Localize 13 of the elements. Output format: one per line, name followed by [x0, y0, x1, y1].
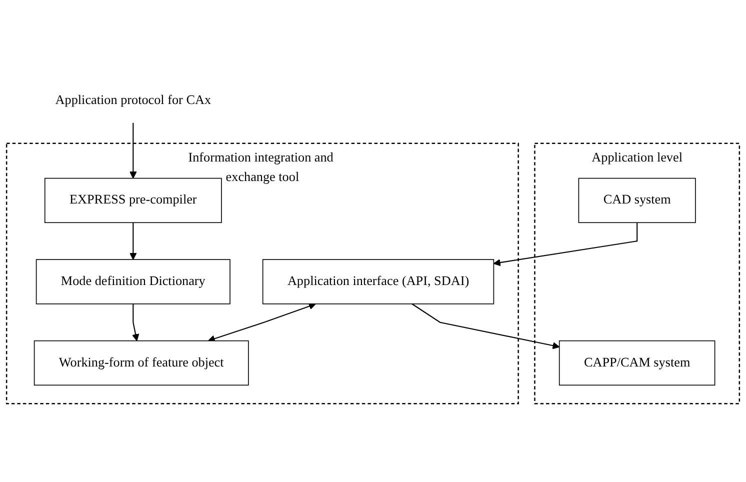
- arrow: [208, 302, 316, 342]
- arrow: [130, 222, 137, 260]
- arrow: [412, 303, 560, 350]
- node-box: Mode definition Dictionary: [36, 259, 230, 304]
- node-text: Application protocol for CAx: [55, 93, 212, 108]
- node-box: CAPP/CAM system: [558, 340, 716, 386]
- node-box: EXPRESS pre-compiler: [44, 178, 222, 223]
- node-box: CAD system: [578, 178, 696, 223]
- arrow: [130, 122, 137, 179]
- node-box: Working-form of feature object: [34, 340, 249, 386]
- arrow: [493, 222, 638, 266]
- arrow: [132, 304, 140, 342]
- node-box: Application interface (API, SDAI): [262, 259, 494, 304]
